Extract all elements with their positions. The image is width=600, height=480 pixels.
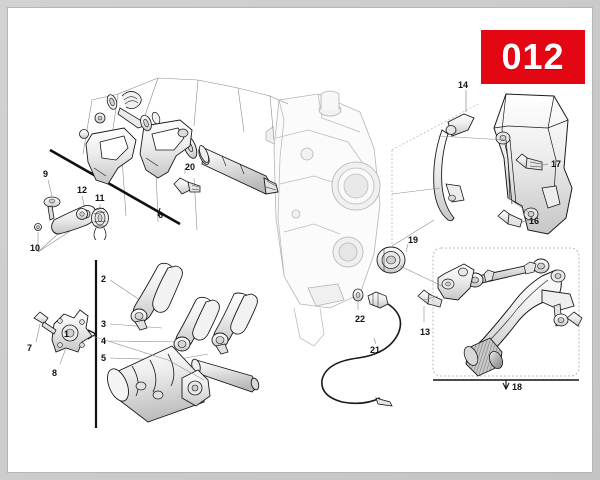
pedal-rubber-tip	[463, 337, 503, 377]
cover-bolt-16	[497, 209, 530, 228]
parts-diagram-artwork	[33, 77, 583, 428]
shift-fork-drum-group	[33, 260, 260, 428]
pivot-bolt-9	[43, 196, 61, 221]
pedal-assembly-group	[399, 247, 583, 391]
callout-16: 16	[529, 216, 540, 226]
callout-12: 12	[77, 185, 88, 195]
cam-plate-8	[51, 309, 93, 353]
callout-17: 17	[551, 159, 562, 169]
engine-case-ghost	[265, 90, 381, 347]
cam-bolt-7	[33, 311, 57, 335]
return-spring-11	[91, 207, 109, 241]
shift-spring-cluster	[79, 91, 161, 139]
cover-guard-group	[391, 90, 573, 247]
callout-10: 10	[30, 243, 41, 253]
selector-fork-3	[173, 296, 220, 352]
group-bracket-18-arrow	[502, 380, 510, 391]
callout-9: 9	[43, 169, 49, 179]
callout-11: 11	[95, 193, 105, 203]
pedal-bolt-13	[417, 289, 443, 322]
cover-bolt-17	[515, 153, 549, 171]
pedal-pivot-bolt	[553, 311, 583, 327]
callout-13: 13	[420, 327, 431, 337]
shift-arm	[51, 205, 97, 235]
callout-3: 3	[101, 319, 107, 329]
shift-shaft-assembly	[49, 77, 289, 231]
callout-2: 2	[101, 274, 107, 284]
page-number-label: 012	[501, 36, 565, 77]
shift-lever-spring-group	[34, 179, 109, 253]
callout-4: 4	[101, 336, 107, 346]
callout-18: 18	[512, 382, 523, 392]
oil-seal-19	[376, 243, 409, 274]
callout-14: 14	[458, 80, 469, 90]
stopper-lever	[85, 127, 137, 185]
callout-1: 1	[64, 329, 70, 339]
callout-6: 6	[158, 210, 164, 220]
group-bracket-6	[49, 148, 181, 226]
gear-change-shaft	[198, 147, 279, 195]
ratchet-lever	[139, 119, 193, 179]
washer-12	[76, 208, 88, 220]
callout-20: 20	[185, 162, 196, 172]
pedal-rear-bracket	[437, 263, 475, 301]
callout-21: 21	[370, 345, 381, 355]
callout-7: 7	[27, 343, 33, 353]
selector-fork-2	[130, 262, 183, 331]
selector-fork-4	[211, 292, 258, 355]
seal-cable-group	[321, 243, 443, 407]
sensor-washer-22	[352, 288, 364, 310]
shift-drum	[107, 345, 211, 423]
sensor-cable-21	[321, 291, 402, 407]
callout-22: 22	[355, 314, 366, 324]
page-number-badge: 012	[481, 30, 585, 84]
shaft-bolt-20	[173, 168, 201, 195]
guard-bracket-14	[433, 90, 475, 222]
callout-5: 5	[101, 353, 107, 363]
callout-19: 19	[408, 235, 419, 245]
pedal-assembly-boundary	[432, 247, 580, 377]
callout-8: 8	[52, 368, 58, 378]
